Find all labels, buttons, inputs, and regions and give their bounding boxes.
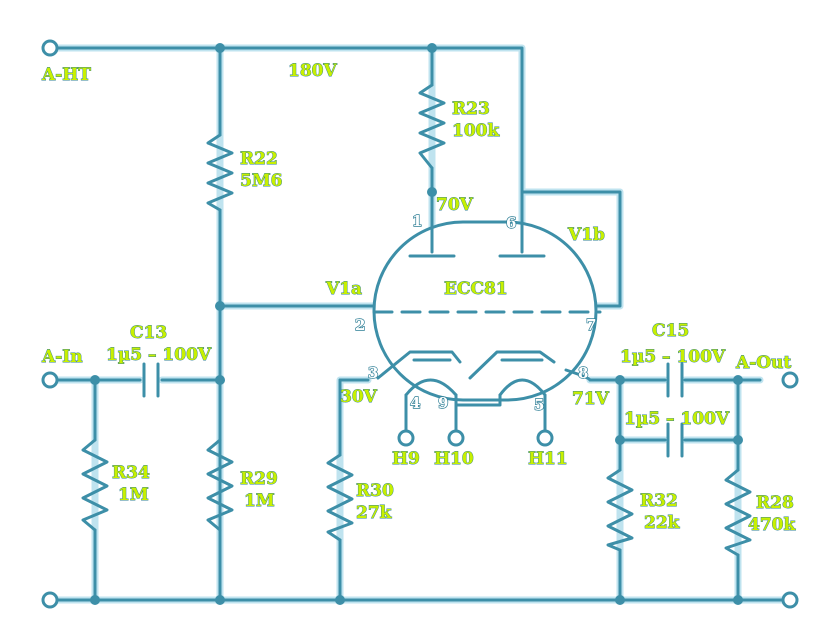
label-section-v1a: V1a [325, 279, 362, 299]
pin-6: 6 [506, 214, 516, 232]
pin-8: 8 [578, 364, 588, 382]
capacitor-c15b [666, 422, 684, 458]
label-r30-name: R30 [356, 481, 394, 501]
resistor-r34 [81, 438, 109, 532]
capacitor-c15 [666, 362, 684, 398]
label-r29-value: 1M [244, 491, 275, 511]
label-r34-name: R34 [112, 463, 150, 483]
label-a-ht: A-HT [41, 65, 91, 85]
label-cathode-voltage-v1a: 30V [340, 387, 378, 407]
label-c13-name: C13 [130, 323, 167, 343]
resistor-r23 [418, 83, 446, 170]
label-c13-value: 1µ5 – 100V [106, 345, 212, 365]
label-r28-value: 470k [748, 515, 796, 535]
junctions [90, 43, 743, 605]
label-r32-name: R32 [640, 491, 678, 511]
label-r23-value: 100k [452, 121, 500, 141]
terminal-ground-right[interactable] [781, 591, 799, 609]
label-r23-name: R23 [452, 99, 490, 119]
terminal-a-out[interactable] [781, 371, 799, 389]
pin-3: 3 [368, 364, 378, 382]
label-c15-value: 1µ5 – 100V [620, 347, 726, 367]
label-heater-h10: H10 [434, 449, 474, 469]
label-plate-voltage: 70V [436, 195, 474, 215]
label-r30-value: 27k [356, 503, 393, 523]
terminal-a-ht[interactable] [41, 39, 59, 57]
label-c15-name: C15 [652, 321, 689, 341]
label-tube-type: ECC81 [444, 279, 508, 299]
resistor-r29 [206, 438, 234, 532]
terminal-a-in[interactable] [41, 371, 59, 389]
label-c15b-value: 1µ5 – 100V [624, 409, 730, 429]
label-a-in: A-In [41, 347, 83, 367]
resistor-r30 [326, 453, 354, 542]
tube-ecc81 [372, 220, 602, 434]
label-r28-name: R28 [756, 493, 794, 513]
label-section-v1b: V1b [567, 225, 605, 245]
label-heater-h11: H11 [528, 449, 568, 469]
terminal-ground-left[interactable] [41, 591, 59, 609]
label-r34-value: 1M [118, 485, 149, 505]
heater-terminal-h10 [447, 429, 465, 447]
label-supply-voltage: 180V [288, 61, 337, 81]
label-r32-value: 22k [644, 513, 681, 533]
pin-1: 1 [412, 212, 422, 230]
pin-2: 2 [355, 316, 365, 334]
resistor-r22 [206, 133, 234, 212]
heater-terminal-h9 [397, 429, 415, 447]
resistor-r32 [606, 468, 634, 552]
label-heater-h9: H9 [392, 449, 420, 469]
pin-5: 5 [534, 396, 544, 414]
pin-7: 7 [586, 316, 596, 334]
label-a-out: A-Out [735, 353, 791, 373]
label-r22-value: 5M6 [240, 171, 282, 191]
resistor-r28 [724, 468, 752, 557]
label-r29-name: R29 [240, 469, 278, 489]
capacitor-c13 [142, 362, 160, 398]
label-r22-name: R22 [240, 149, 278, 169]
pin-9: 9 [438, 394, 448, 412]
pin-4: 4 [410, 394, 420, 412]
label-cathode-voltage-v1b: 71V [572, 389, 610, 409]
heater-terminal-h11 [536, 429, 554, 447]
